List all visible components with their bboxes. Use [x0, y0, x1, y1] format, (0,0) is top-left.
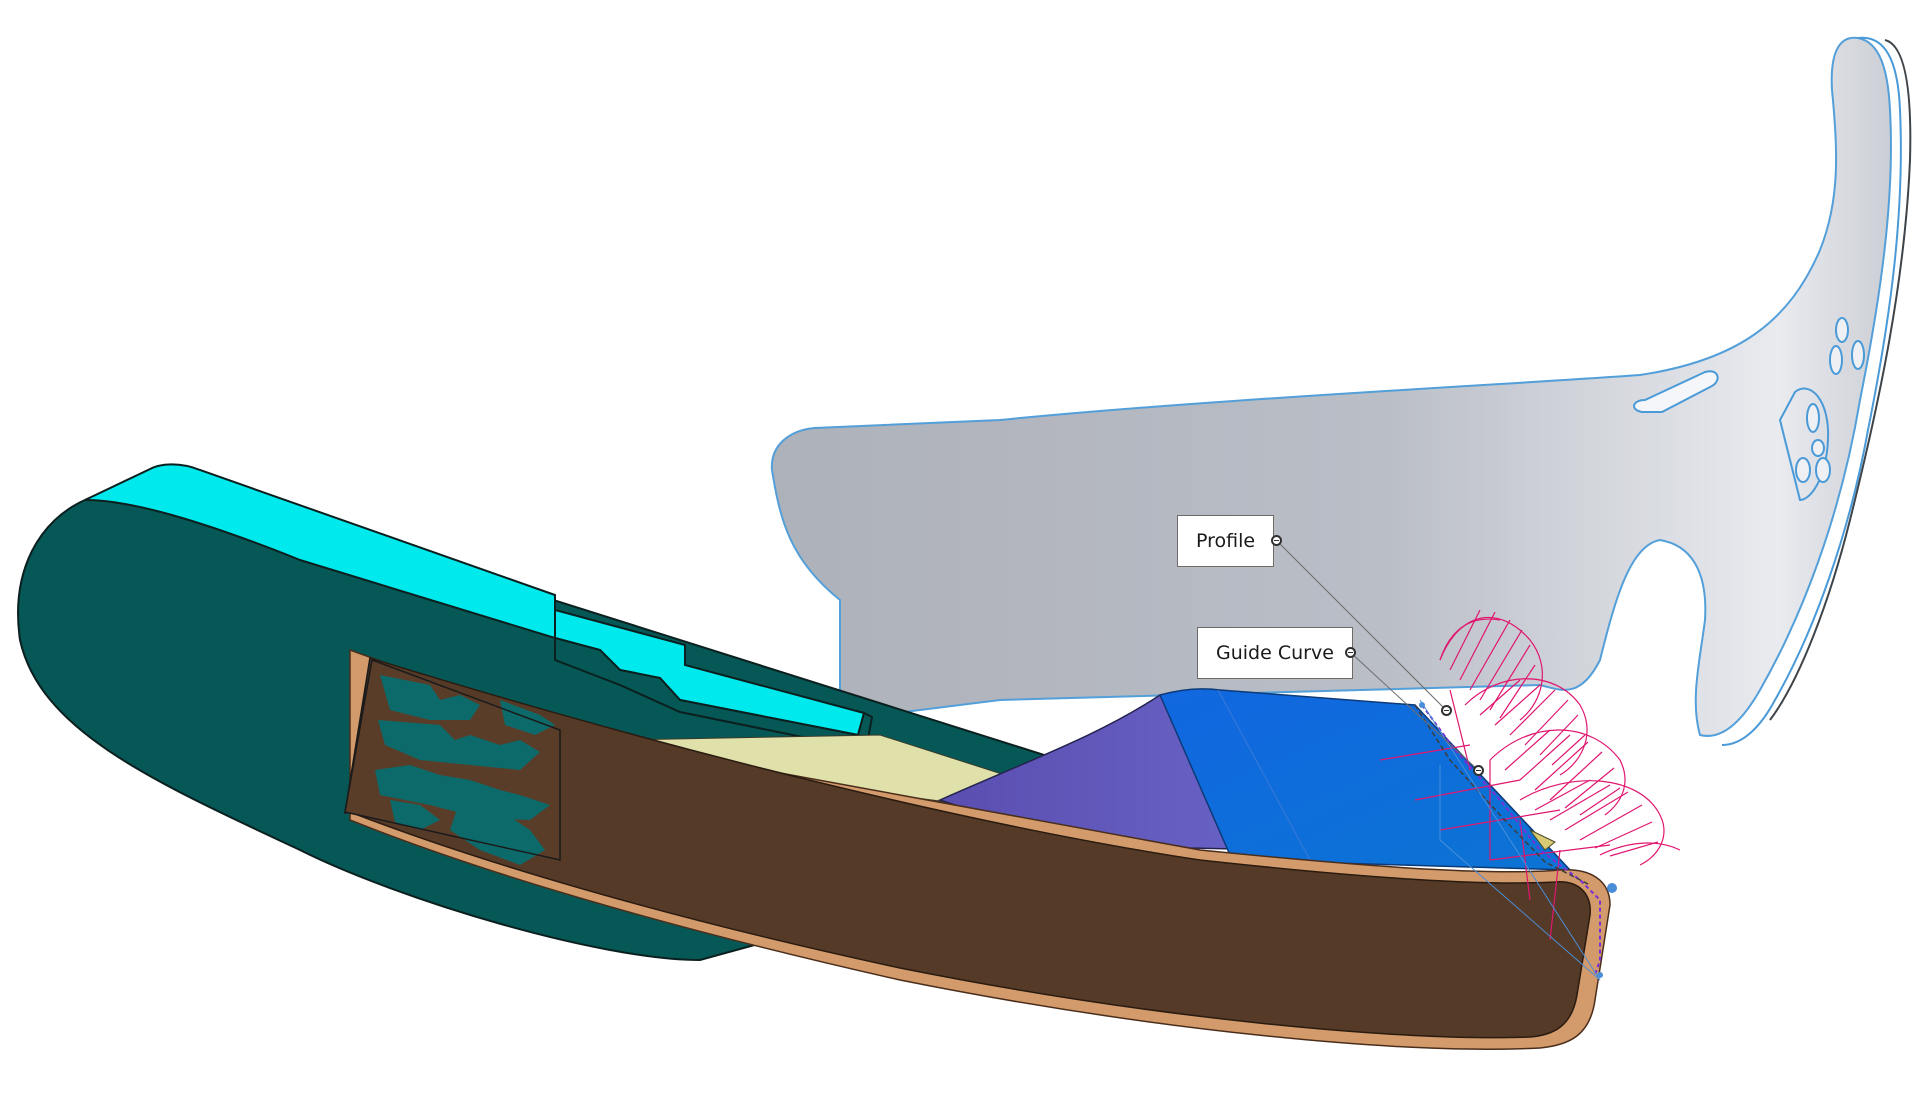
sweep-preview	[1379, 609, 1681, 941]
sweep-guides	[1414, 699, 1617, 981]
guide-curve-callout-handle[interactable]	[1345, 647, 1356, 658]
profile-callout-handle[interactable]	[1271, 535, 1282, 546]
teal-pattern-decal	[344, 658, 561, 865]
blue-surface[interactable]	[1158, 688, 1572, 871]
guide-curve-anchor-handle[interactable]	[1473, 765, 1484, 776]
profile-anchor-handle[interactable]	[1441, 705, 1452, 716]
frame-lens-part[interactable]	[770, 36, 1912, 746]
guide-curve-callout[interactable]: Guide Curve	[1197, 627, 1353, 679]
guide-curve-callout-label: Guide Curve	[1216, 642, 1334, 664]
profile-callout-label: Profile	[1196, 530, 1256, 552]
profile-callout[interactable]: Profile	[1177, 515, 1275, 567]
profile-leader-line	[1275, 539, 1447, 711]
brown-band-part[interactable]	[344, 648, 1611, 1050]
guide-curve-leader-line	[1349, 651, 1479, 771]
